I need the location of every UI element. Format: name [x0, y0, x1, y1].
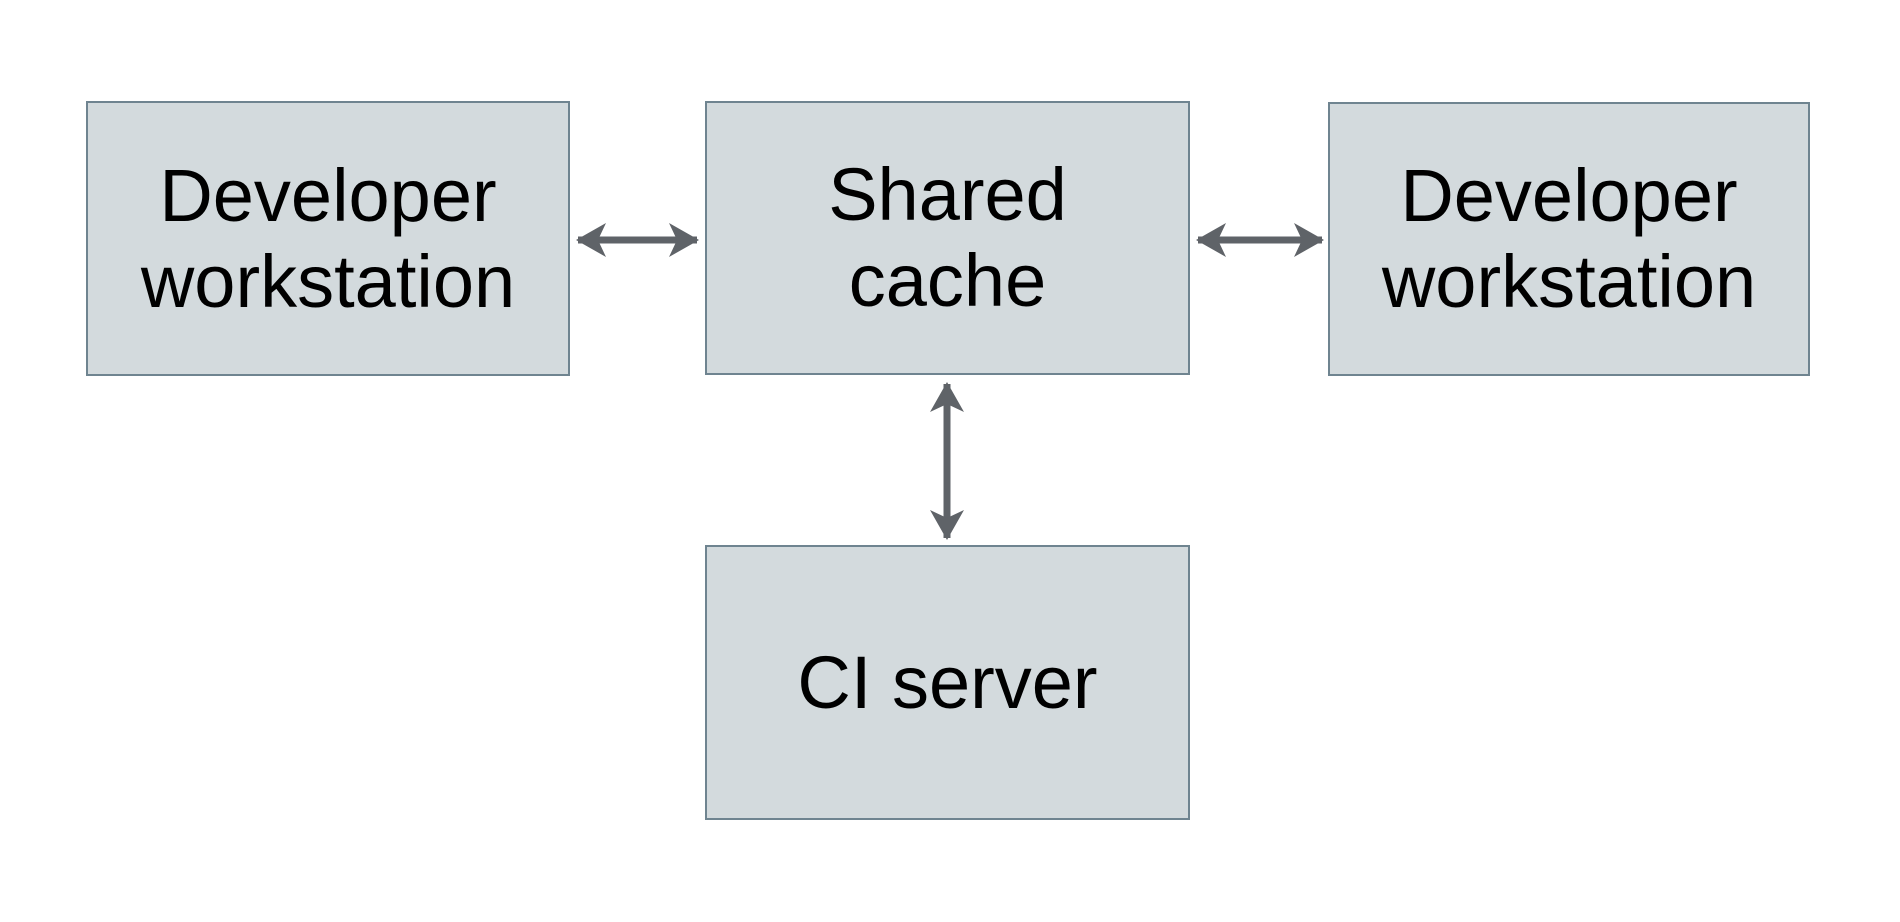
node-shared-cache: Shared cache	[705, 101, 1190, 375]
node-ci-server: CI server	[705, 545, 1190, 820]
node-label-line: workstation	[1381, 240, 1757, 323]
node-label-developer-workstation-left: Developer workstation	[141, 153, 515, 325]
node-label-line: workstation	[140, 239, 516, 323]
node-label-line: CI server	[797, 640, 1098, 724]
node-label-line: Shared	[828, 153, 1067, 236]
node-label-line: cache	[848, 239, 1047, 322]
node-label-ci-server: CI server	[797, 640, 1097, 726]
node-label-developer-workstation-right: Developer workstation	[1382, 153, 1756, 325]
node-label-line: Developer	[159, 153, 497, 237]
node-developer-workstation-left: Developer workstation	[86, 101, 570, 376]
node-label-line: Developer	[1400, 154, 1738, 237]
node-developer-workstation-right: Developer workstation	[1328, 102, 1810, 376]
node-label-shared-cache: Shared cache	[828, 152, 1067, 324]
